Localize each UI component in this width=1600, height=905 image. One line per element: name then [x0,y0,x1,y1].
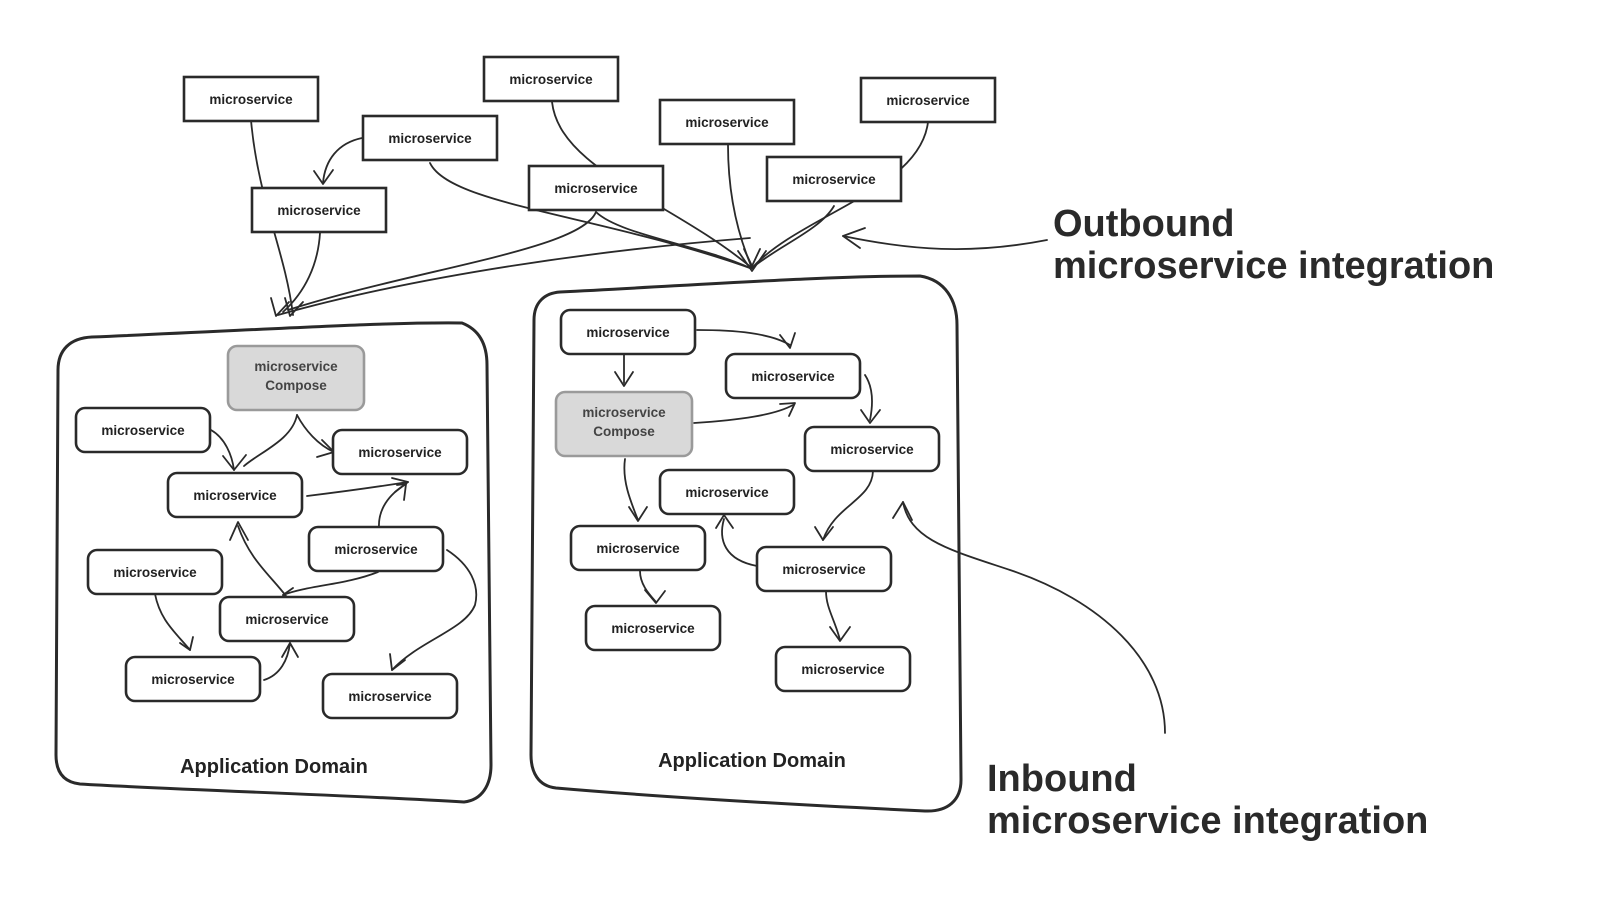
microservice-node: microservice [74,406,212,454]
microservice-node: microservice [124,655,262,703]
microservice-node: microservice [331,428,469,476]
microservice-label: microservice [193,488,277,503]
microservice-label: microservice [554,181,638,196]
application-domain-left [54,321,493,804]
microservice-node: microservice [307,525,445,573]
microservice-label: microservice [348,689,432,704]
microservice-label: microservice [245,612,329,627]
microservice-label: microservice [782,562,866,577]
microservice-node: microservice [321,672,459,720]
microservice-node: microservice [361,114,499,162]
microservice-node: microservice [658,98,796,146]
microservice-label: microservice [101,423,185,438]
microservice-node: microservice [755,545,893,593]
compose-label-line1: microservice [582,405,666,420]
microservice-node: microservice [250,186,388,234]
microservice-label: microservice [830,442,914,457]
inbound-subtitle: microservice integration [987,800,1428,842]
microservice-label: microservice [509,72,593,87]
microservice-node: microservice [658,468,796,516]
microservice-label: microservice [277,203,361,218]
right-domain-microservices: microservice microservice microservice C… [554,308,941,772]
microservice-node: microservice [803,425,941,473]
application-domain-right [529,274,963,813]
connection-arrows [154,101,1166,734]
microservice-node: microservice [86,548,224,596]
microservice-label: microservice [151,672,235,687]
compose-node: microservice Compose [226,344,366,412]
inbound-title: Inbound [987,758,1137,800]
microservice-node: microservice [166,471,304,519]
microservice-label: microservice [334,542,418,557]
microservice-label: microservice [685,485,769,500]
microservice-node: microservice [482,55,620,103]
microservice-node: microservice [182,75,320,123]
microservice-node: microservice [569,524,707,572]
outbound-title: Outbound [1053,203,1234,245]
microservice-label: microservice [586,325,670,340]
microservice-node: microservice [584,604,722,652]
microservice-label: microservice [685,115,769,130]
microservice-node: microservice [765,155,903,203]
microservice-node: microservice [859,76,997,124]
microservice-node: microservice [774,645,912,693]
microservice-label: microservice [886,93,970,108]
outbound-callout: Outbound microservice integration [1053,203,1494,287]
microservice-label: microservice [792,172,876,187]
microservice-label: microservice [209,92,293,107]
compose-label-line2: Compose [265,378,327,393]
microservice-label: microservice [388,131,472,146]
microservice-label: microservice [358,445,442,460]
compose-label-line2: Compose [593,424,655,439]
microservice-node: microservice [218,595,356,643]
left-domain-microservices: microservice Compose microservice micros… [74,344,469,778]
domain-label-left: Application Domain [180,756,368,778]
outbound-subtitle: microservice integration [1053,245,1494,287]
domain-label-right: Application Domain [658,750,846,772]
external-microservices: microservice microservice microservice m… [182,55,997,234]
microservice-label: microservice [611,621,695,636]
microservice-label: microservice [751,369,835,384]
microservice-node: microservice [559,308,697,356]
compose-label-line1: microservice [254,359,338,374]
microservice-label: microservice [113,565,197,580]
microservice-label: microservice [801,662,885,677]
compose-node: microservice Compose [554,390,694,458]
microservice-label: microservice [596,541,680,556]
microservice-node: microservice [724,352,862,400]
microservice-node: microservice [527,164,665,212]
inbound-callout: Inbound microservice integration [987,758,1428,842]
